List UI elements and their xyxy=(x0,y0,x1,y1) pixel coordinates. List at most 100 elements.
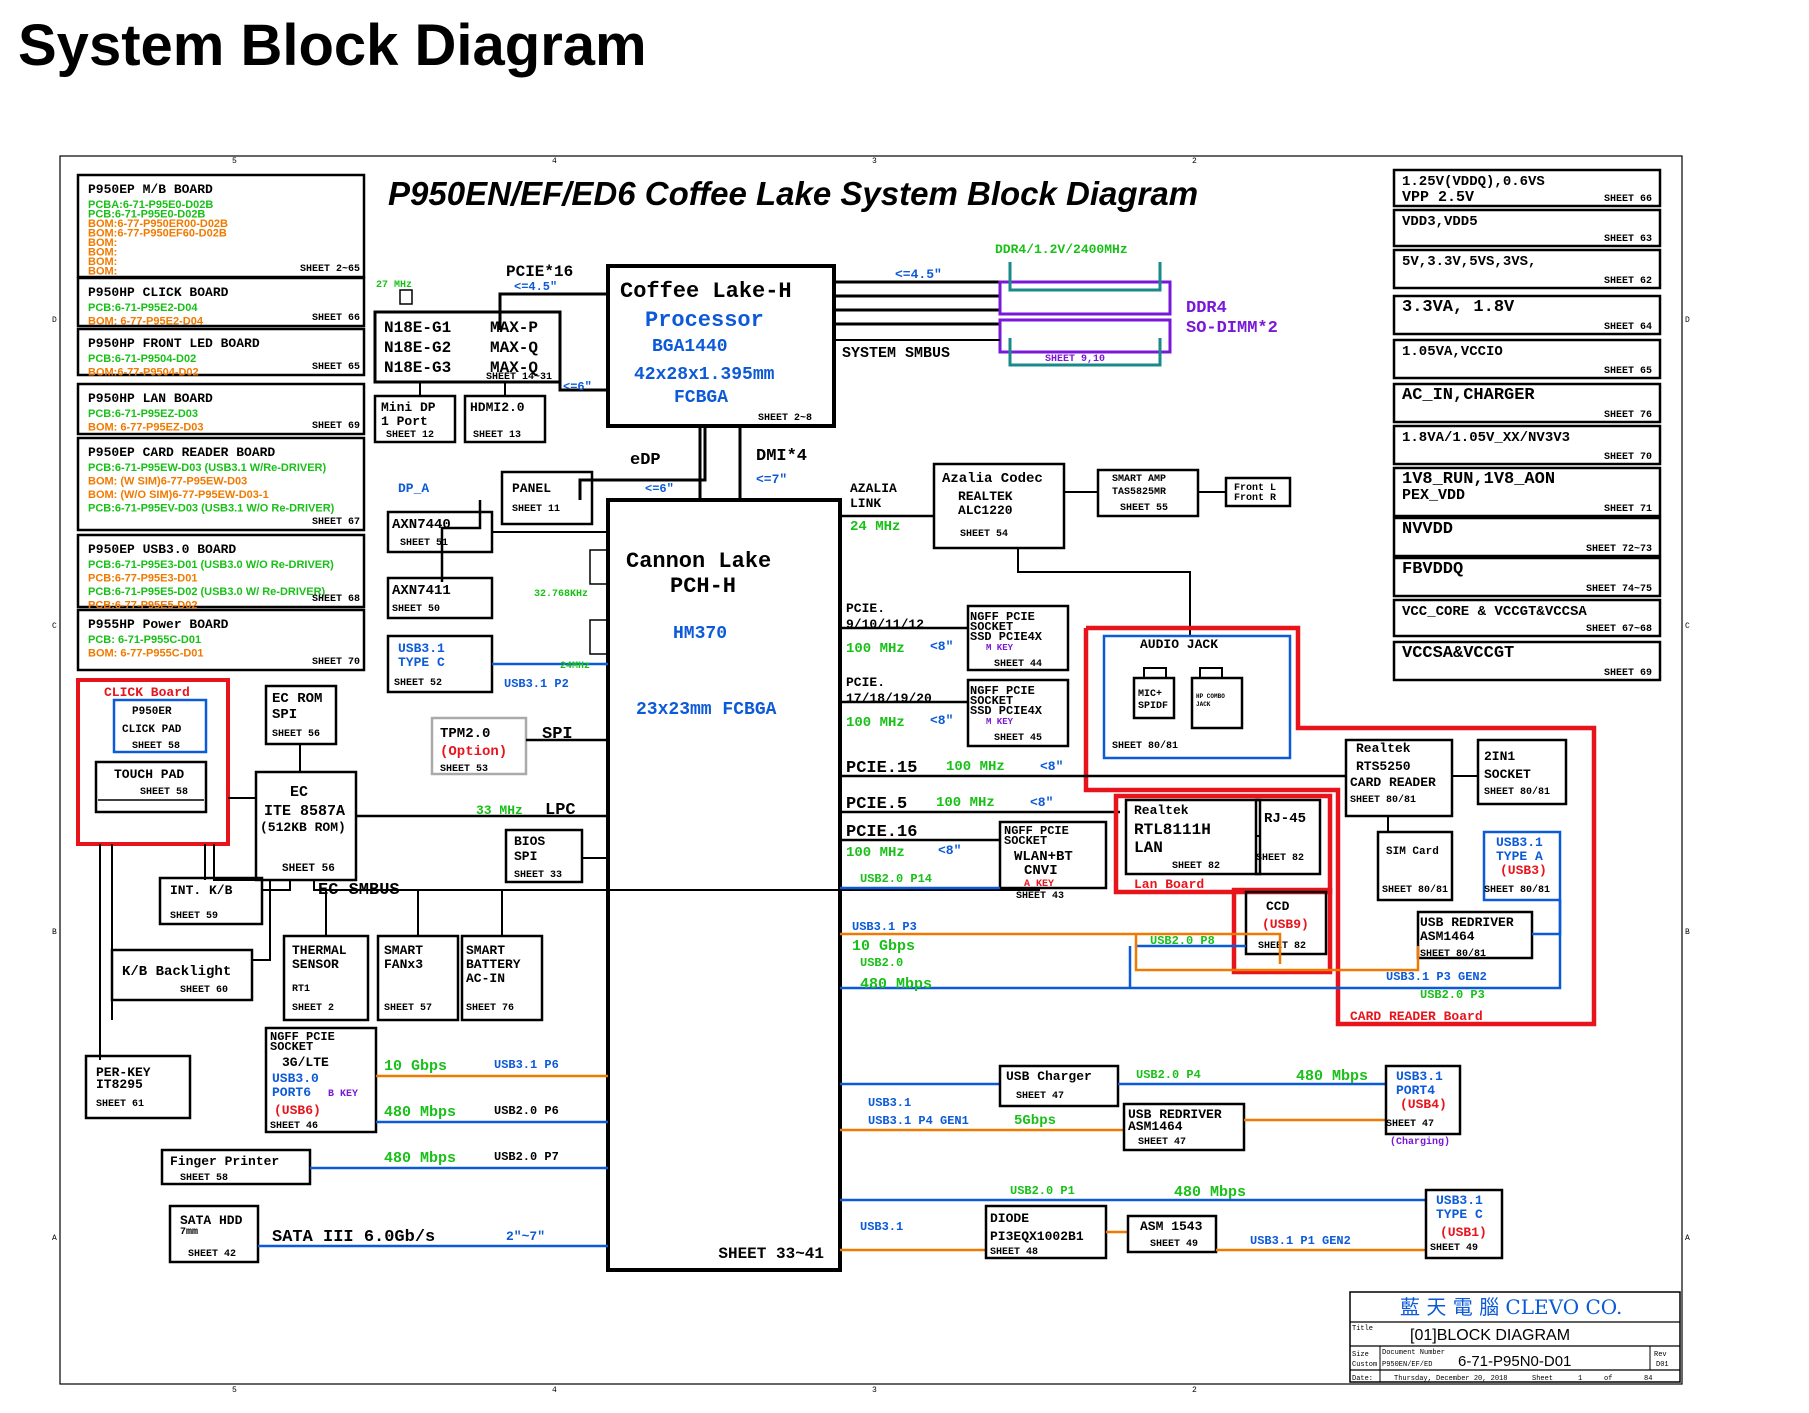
diagram-label: SATA III 6.0Gb/s xyxy=(272,1228,435,1247)
diagram-label: HP COMBO xyxy=(1196,693,1225,700)
diagram-label: SSD PCIE4X xyxy=(970,704,1043,718)
board-box-usb xyxy=(76,533,366,609)
diagram-label: 42x28x1.395mm xyxy=(634,365,775,385)
diagram-label: PCIE*16 xyxy=(506,263,573,281)
cpu-block xyxy=(606,264,836,428)
crystal-icon xyxy=(399,289,413,305)
frame-marker: 2 xyxy=(1192,157,1197,166)
sheet-ref: SHEET 82 xyxy=(1258,941,1306,952)
diagram-label: USB2.0 P4 xyxy=(1136,1068,1201,1082)
diagram-label: USB3.1 xyxy=(868,1096,911,1110)
sheet-ref: SHEET 47 xyxy=(1138,1137,1186,1148)
sheet-ref: SHEET 60 xyxy=(180,985,228,996)
diagram-label: 2"~7" xyxy=(506,1229,545,1244)
board-part-number: BOM: xyxy=(88,266,117,278)
diagram-label: INT. K/B xyxy=(170,883,233,898)
diagram-label: <=4.5" xyxy=(895,267,942,282)
speaker-block xyxy=(1224,476,1292,508)
power-rail-box xyxy=(1392,424,1662,466)
diagram-label: SOCKET xyxy=(270,1040,313,1054)
power-rail-label: 5V,3.3V,5VS,3VS, xyxy=(1402,254,1536,270)
gpu-block xyxy=(373,310,562,384)
diagram-label: D01 xyxy=(1656,1361,1669,1369)
sheet-ref: SHEET 43 xyxy=(1016,891,1064,902)
sheet-ref: SHEET 49 xyxy=(1150,1239,1198,1250)
diagram-label: (USB4) xyxy=(1400,1097,1447,1112)
kb-backlight-block xyxy=(110,948,254,1002)
diagram-label: (Charging) xyxy=(1390,1136,1450,1148)
sim-card-block xyxy=(1376,830,1454,902)
sheet-ref: SHEET 44 xyxy=(994,659,1042,670)
diagram-label: JACK xyxy=(1196,701,1211,708)
board-part-number: BOM: 6-77-P95EZ-D03 xyxy=(88,422,204,434)
sheet-ref: SHEET 51 xyxy=(400,538,448,549)
frame-marker: C xyxy=(1685,622,1690,631)
diagram-label: PI3EQX1002B1 xyxy=(990,1229,1084,1244)
diagram-label: (USB9) xyxy=(1262,917,1309,932)
power-rail-box xyxy=(1392,248,1662,290)
board-part-number: BOM:6-77-P950ER00-D02B xyxy=(88,218,228,230)
frame-marker: B xyxy=(1685,928,1690,937)
diagram-label: SOCKET xyxy=(1484,767,1531,782)
board-box-led xyxy=(76,327,366,377)
diagram-label: USB2.0 xyxy=(860,956,903,970)
diagram-label: PER-KEY xyxy=(96,1065,151,1080)
rj45-block xyxy=(1254,798,1322,876)
ngff-3g-block xyxy=(264,1026,378,1134)
diagram-label: P950ER xyxy=(132,706,172,718)
sheet-ref: SHEET 2~65 xyxy=(300,264,360,275)
diagram-label: NGFF PCIE xyxy=(970,684,1035,698)
power-rail-box xyxy=(1392,208,1662,248)
connector-line xyxy=(262,880,291,891)
bios-block xyxy=(504,828,584,884)
frame-marker: D xyxy=(1685,316,1690,325)
diagram-label: PANEL xyxy=(512,481,551,496)
asm1543-block xyxy=(1126,1214,1218,1254)
diagram-label: Document Number xyxy=(1382,1349,1445,1357)
board-part-number: PCB: 6-71-P955C-D01 xyxy=(88,634,201,646)
diagram-label: DMI*4 xyxy=(756,447,807,466)
azalia-codec-block xyxy=(932,462,1066,550)
sheet-ref: SHEET 70 xyxy=(1604,452,1652,463)
diagram-label: <8" xyxy=(930,639,953,654)
connector-line xyxy=(1083,625,1597,1027)
gpu-variant: MAX-P xyxy=(490,319,538,337)
gpu-sku: N18E-G1 xyxy=(384,319,451,337)
board-part-number: BOM: 6-77-P955C-D01 xyxy=(88,648,204,660)
sheet-ref: SHEET 42 xyxy=(188,1249,236,1260)
diagram-label: 5Gbps xyxy=(1014,1113,1056,1129)
frame-marker: 3 xyxy=(872,157,877,166)
sheet-ref: SHEET 80/81 xyxy=(1382,884,1448,896)
diagram-label: DP_A xyxy=(398,481,429,496)
diagram-label: LINK xyxy=(850,496,881,511)
board-title: P950HP LAN BOARD xyxy=(88,391,213,406)
sheet-ref: SHEET 47 xyxy=(1016,1091,1064,1102)
diagram-label: SIM Card xyxy=(1386,846,1439,858)
tpm-block xyxy=(430,716,528,776)
crystal-icon xyxy=(589,619,609,655)
diagram-label: 480 Mbps xyxy=(860,976,932,993)
diagram-label: 10 Gbps xyxy=(852,938,915,955)
diagram-label: Mini DP xyxy=(381,400,436,415)
diagram-label: USB3.1 P3 xyxy=(852,920,917,934)
diagram-label: TYPE A xyxy=(1496,849,1543,864)
diagram-label: 480 Mbps xyxy=(384,1150,456,1167)
board-part-number: PCB:6-71-P95EZ-D03 xyxy=(88,408,198,420)
diagram-label: (512KB ROM) xyxy=(260,820,346,835)
diagram-label: RTL8111H xyxy=(1134,821,1211,839)
diagram-label: EC ROM xyxy=(272,691,322,707)
usb-port4-block xyxy=(1384,1064,1462,1136)
power-rail-label: VPP 2.5V xyxy=(1402,189,1474,206)
diagram-label: P950EN/EF/ED xyxy=(1382,1361,1432,1369)
diagram-label: Custom xyxy=(1352,1361,1377,1369)
diagram-label: <8" xyxy=(1030,795,1053,810)
sheet-ref: SHEET 66 xyxy=(312,313,360,324)
sheet-ref: SHEET 71 xyxy=(1604,504,1652,515)
diagram-label: SMART AMP xyxy=(1112,474,1166,485)
audio-jack-block xyxy=(1102,634,1292,760)
connector-line xyxy=(840,932,1282,964)
connector-line xyxy=(1134,934,1420,972)
diagram-label: 100 MHz xyxy=(946,759,1005,775)
pch-block xyxy=(606,498,842,1272)
diagram-label: PCIE. xyxy=(846,601,885,616)
